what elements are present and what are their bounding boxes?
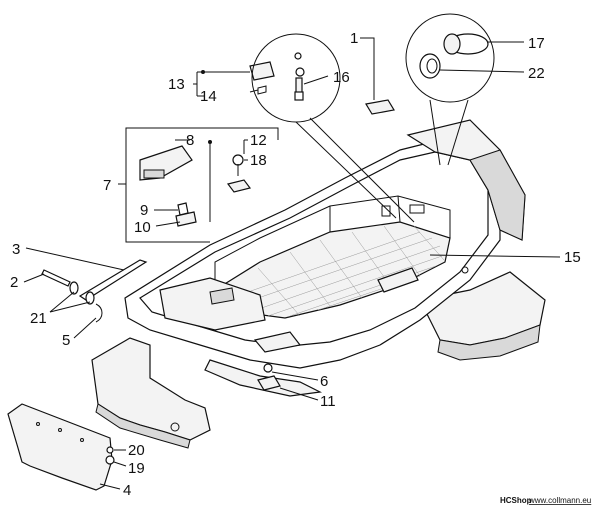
callout-22: 22	[528, 65, 545, 82]
callout-12: 12	[250, 132, 267, 149]
callout-10: 10	[134, 219, 151, 236]
callout-21: 21	[30, 310, 47, 327]
part-5-clip	[95, 303, 103, 323]
part-17-lock	[443, 33, 489, 55]
callout-1: 1	[350, 30, 358, 47]
part-19-washer	[105, 455, 115, 465]
callout-19: 19	[128, 460, 145, 477]
callout-7: 7	[103, 177, 111, 194]
callout-15: 15	[564, 249, 581, 266]
callout-13: 13	[168, 76, 185, 93]
footer-brand: HCShop	[500, 496, 532, 505]
callout-2: 2	[10, 274, 18, 291]
part-6-11-latch	[257, 363, 281, 391]
callout-9: 9	[140, 202, 148, 219]
callout-3: 3	[12, 241, 20, 258]
part-12-18-fastener	[226, 154, 252, 193]
helmet-compartment	[91, 119, 546, 449]
part-1-sticker	[365, 99, 395, 115]
footer-site: www.collmann.eu	[528, 496, 591, 505]
part-16-screw	[294, 52, 305, 101]
callout-17: 17	[528, 35, 545, 52]
leader-lines	[23, 13, 561, 490]
callout-4: 4	[123, 482, 131, 499]
callout-6: 6	[320, 373, 328, 390]
part-22-washer	[419, 53, 441, 79]
callout-14: 14	[200, 88, 217, 105]
part-3-rod	[78, 259, 148, 301]
callout-5: 5	[62, 332, 70, 349]
callout-20: 20	[128, 442, 145, 459]
part-4-panel	[7, 403, 113, 491]
part-21-washer-a	[69, 281, 79, 295]
callout-11: 11	[320, 393, 336, 410]
callout-18: 18	[250, 152, 267, 169]
callout-8: 8	[186, 132, 194, 149]
callout-16: 16	[333, 69, 350, 86]
part-14-clip	[257, 85, 267, 95]
part-9-10-bolt	[175, 202, 197, 227]
part-13-cap	[249, 61, 275, 81]
part-21-washer-b	[85, 291, 95, 305]
part-20-screw	[106, 446, 114, 454]
part-2-shaft	[41, 269, 71, 287]
